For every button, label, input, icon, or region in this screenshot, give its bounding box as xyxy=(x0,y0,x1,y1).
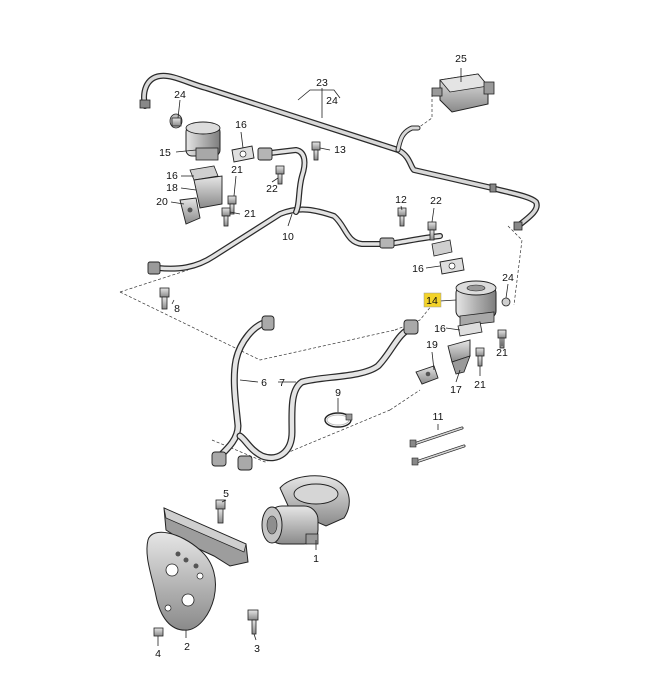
bracket-19-17 xyxy=(415,339,471,385)
bolt-21-lower-right xyxy=(475,347,485,357)
callout-22-right: 22 xyxy=(430,195,442,207)
gasket-16-upper xyxy=(231,145,255,163)
callout-17: 17 xyxy=(450,384,462,396)
cable-ties-11 xyxy=(409,426,466,466)
hose-7 xyxy=(236,319,419,471)
bolt-8 xyxy=(159,287,170,298)
bolt-21-upper-left xyxy=(227,195,237,205)
bolt-set xyxy=(153,117,507,637)
hose-clamp-9 xyxy=(324,412,353,428)
control-module-25 xyxy=(431,73,495,113)
callout-21-right: 21 xyxy=(496,347,508,359)
group-outline-right xyxy=(419,225,523,321)
group-outline-lower xyxy=(211,389,421,463)
bolt-13 xyxy=(311,141,321,151)
callout-11: 11 xyxy=(433,411,444,423)
callout-labels: 25 23 24 24 16 13 15 16 18 21 22 20 21 1… xyxy=(155,53,514,660)
callout-22-left: 22 xyxy=(266,183,278,195)
combi-valve-15 xyxy=(169,113,223,225)
callout-24-under-23: 24 xyxy=(326,95,338,107)
callout-25: 25 xyxy=(455,53,467,65)
callout-23: 23 xyxy=(316,77,328,89)
callout-9: 9 xyxy=(335,387,341,399)
callout-6: 6 xyxy=(261,377,267,389)
callout-20: 20 xyxy=(156,196,168,208)
vacuum-hose-23 xyxy=(139,72,540,231)
bolt-21-right xyxy=(497,329,507,339)
gasket-16-middle xyxy=(431,239,465,275)
callout-10: 10 xyxy=(282,231,294,243)
bolt-22-right xyxy=(427,221,437,231)
air-pipe-10 xyxy=(147,147,443,275)
callout-16-middle: 16 xyxy=(412,263,424,275)
bolt-21-lower-left xyxy=(221,207,231,217)
callout-4: 4 xyxy=(155,648,161,660)
callout-16-upper: 16 xyxy=(235,119,247,131)
leader-module-25 xyxy=(417,93,442,129)
combi-valve-14 xyxy=(455,280,511,337)
leader-lines xyxy=(157,68,509,646)
callout-3: 3 xyxy=(254,643,260,655)
callout-16-lower: 16 xyxy=(434,323,446,335)
callout-7: 7 xyxy=(279,377,285,389)
callout-14-highlight xyxy=(423,292,442,308)
callout-14: 14 xyxy=(426,295,438,307)
callout-1: 1 xyxy=(313,553,319,565)
callout-16-left: 16 xyxy=(166,170,178,182)
callout-21-upper: 21 xyxy=(231,164,243,176)
callout-5: 5 xyxy=(223,488,229,500)
callout-13: 13 xyxy=(334,144,346,156)
hose-6 xyxy=(211,315,275,467)
secondary-air-pump-1 xyxy=(261,475,350,545)
callout-18: 18 xyxy=(166,182,178,194)
nut-4 xyxy=(153,627,164,637)
callout-8: 8 xyxy=(174,303,180,315)
callout-24-top-left: 24 xyxy=(174,89,186,101)
nut-24-top xyxy=(171,117,182,127)
bolt-22-left xyxy=(275,165,285,175)
callout-15: 15 xyxy=(159,147,171,159)
callout-2: 2 xyxy=(184,641,190,653)
callout-21-lower-right: 21 xyxy=(474,379,486,391)
callout-24-right: 24 xyxy=(502,272,514,284)
callout-12: 12 xyxy=(395,194,407,206)
bolt-3 xyxy=(247,609,259,621)
mounting-bracket-2 xyxy=(146,507,249,631)
callout-21-left: 21 xyxy=(244,208,256,220)
callout-19: 19 xyxy=(426,339,438,351)
group-outline-upper xyxy=(119,269,421,361)
